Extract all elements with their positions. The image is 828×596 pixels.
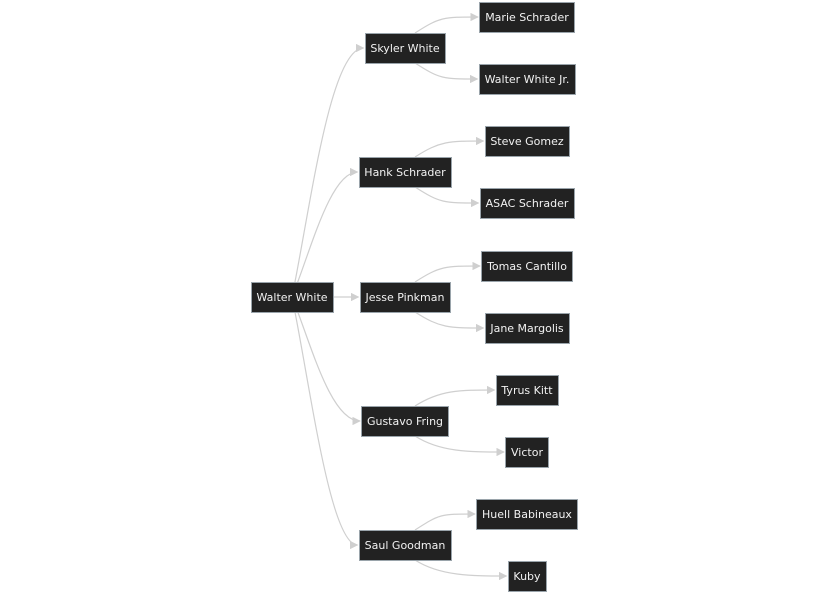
node-branch-3-child-1[interactable]: Victor bbox=[505, 436, 549, 468]
node-branch-4[interactable]: Saul Goodman bbox=[358, 529, 452, 561]
edge-branch-0-to-child-1 bbox=[414, 62, 479, 84]
node-branch-4-child-0[interactable]: Huell Babineaux bbox=[476, 498, 578, 530]
node-branch-3-child-0[interactable]: Tyrus Kitt bbox=[495, 374, 559, 406]
edge-branch-0-to-child-0 bbox=[414, 12, 479, 34]
node-branch-0[interactable]: Skyler White bbox=[364, 32, 446, 64]
node-branch-1-child-0[interactable]: Steve Gomez bbox=[484, 125, 570, 157]
edge-branch-2-to-child-1 bbox=[414, 311, 485, 333]
edge-branch-4-to-child-1 bbox=[414, 559, 508, 581]
node-branch-4-child-1[interactable]: Kuby bbox=[507, 560, 547, 592]
node-branch-2-child-0[interactable]: Tomas Cantillo bbox=[481, 250, 573, 282]
node-branch-3[interactable]: Gustavo Fring bbox=[361, 405, 449, 437]
edge-root-to-branch-1 bbox=[291, 167, 359, 298]
edge-branch-3-to-child-0 bbox=[414, 385, 496, 407]
node-branch-2-child-1[interactable]: Jane Margolis bbox=[484, 312, 570, 344]
edge-branch-3-to-child-1 bbox=[414, 435, 505, 457]
edge-root-to-branch-0 bbox=[291, 43, 365, 298]
node-branch-1-child-1[interactable]: ASAC Schrader bbox=[479, 187, 575, 219]
edge-branch-4-to-child-0 bbox=[414, 509, 476, 531]
node-branch-1[interactable]: Hank Schrader bbox=[358, 156, 452, 188]
node-branch-0-child-1[interactable]: Walter White Jr. bbox=[478, 63, 576, 95]
edge-root-to-branch-3 bbox=[291, 296, 361, 426]
node-branch-2[interactable]: Jesse Pinkman bbox=[359, 281, 451, 313]
edge-branch-1-to-child-1 bbox=[414, 186, 480, 208]
edge-root-to-branch-4 bbox=[291, 296, 359, 550]
node-root[interactable]: Walter White bbox=[250, 281, 334, 313]
edge-branch-1-to-child-0 bbox=[414, 136, 485, 158]
edge-branch-2-to-child-0 bbox=[414, 261, 481, 283]
node-branch-0-child-0[interactable]: Marie Schrader bbox=[479, 1, 575, 33]
